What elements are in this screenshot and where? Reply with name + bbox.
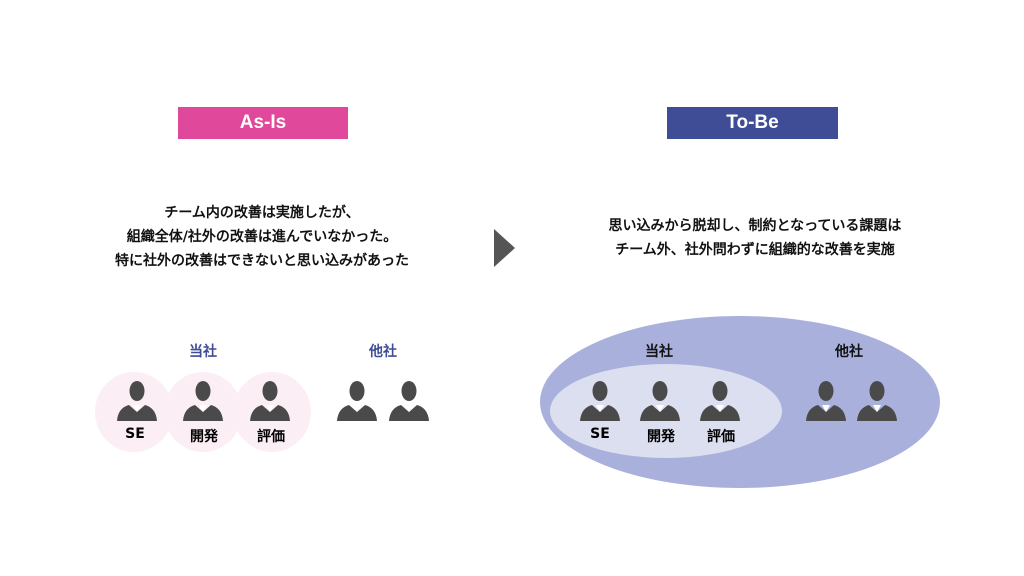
role-label: 開発: [647, 429, 675, 445]
person-icon: [698, 379, 742, 423]
role-label: SE: [590, 426, 610, 442]
role-label: 評価: [707, 429, 735, 445]
role-label: 開発: [190, 429, 218, 445]
to-be-tag: To-Be: [667, 107, 838, 139]
text-line: 組織全体/社外の改善は進んでいなかった。: [126, 229, 398, 245]
person-icon: [638, 379, 682, 423]
person-icon: [855, 379, 899, 423]
as-is-tag: As-Is: [178, 107, 348, 139]
arrow-right-icon: [494, 229, 515, 267]
text-line: 特に社外の改善はできないと思い込みがあった: [115, 253, 409, 269]
other-company-label: 他社: [835, 344, 863, 360]
other-company-label: 他社: [369, 344, 397, 360]
own-company-label: 当社: [645, 344, 673, 360]
text-line: チーム外、社外問わずに組織的な改善を実施: [615, 242, 895, 258]
own-company-label: 当社: [189, 344, 217, 360]
person-icon: [578, 379, 622, 423]
role-label: 評価: [257, 429, 285, 445]
as-is-description: チーム内の改善は実施したが、 組織全体/社外の改善は進んでいなかった。 特に社外…: [115, 201, 409, 273]
text-line: 思い込みから脱却し、制約となっている課題は: [608, 218, 902, 234]
text-line: チーム内の改善は実施したが、: [164, 205, 360, 221]
person-icon: [804, 379, 848, 423]
role-label: SE: [125, 426, 145, 442]
to-be-description: 思い込みから脱却し、制約となっている課題は チーム外、社外問わずに組織的な改善を…: [609, 214, 902, 262]
